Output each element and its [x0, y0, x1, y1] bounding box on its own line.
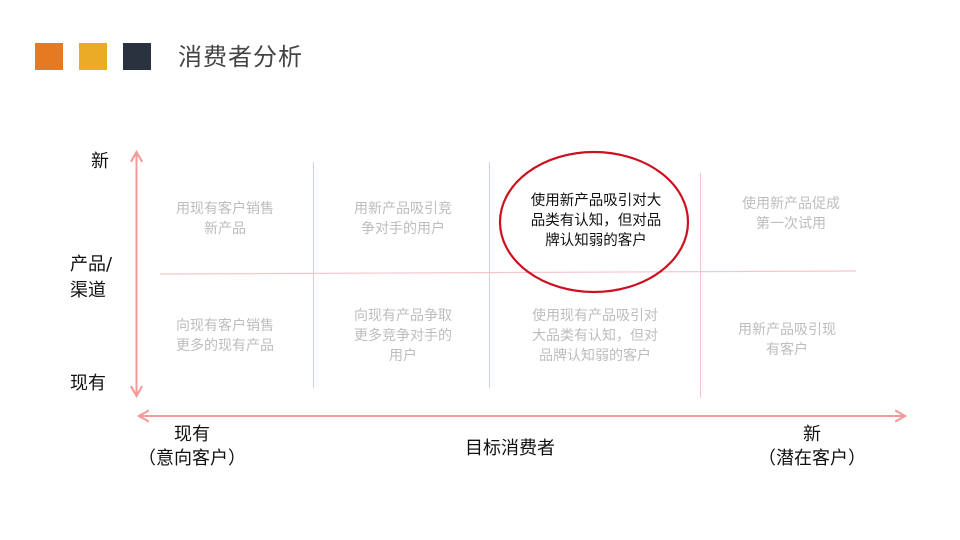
cell-text-line: 使用新产品促成: [742, 196, 840, 212]
x-axis-left-label: 现有 （意向客户）: [130, 423, 254, 471]
y-axis-middle-label-line2: 渠道: [70, 280, 106, 301]
grid-horizontal-divider: [159, 270, 857, 275]
y-axis-middle-label: 产品/ 渠道: [70, 252, 126, 304]
yellow-square-icon: [79, 43, 107, 70]
cell-text-line: 用新产品吸引竞: [354, 201, 452, 217]
cell-text-line: 向现有产品争取: [354, 308, 452, 324]
cell-text-line: 用户: [389, 348, 417, 364]
cell-competitor-users-existing-products: 向现有产品争取 更多竞争对手的 用户: [328, 306, 478, 366]
cell-existing-customers-new-products: 用现有客户销售 新产品: [150, 199, 300, 239]
y-axis-bottom-label: 现有: [70, 373, 106, 394]
cell-existing-customers-existing-products: 向现有客户销售 更多的现有产品: [150, 316, 300, 356]
cell-text-line: 用现有客户销售: [176, 201, 274, 217]
navy-square-icon: [123, 43, 151, 70]
cell-text-line: 争对手的用户: [361, 221, 445, 237]
cell-text-line: 牌认知弱的客户: [545, 233, 647, 249]
cell-text-line: 第一次试用: [756, 216, 826, 232]
x-axis-right-label: 新 （潜在客户）: [750, 423, 874, 471]
x-axis-right-label-line2: （潜在客户）: [758, 448, 866, 469]
x-axis-left-label-line1: 现有: [174, 424, 210, 445]
cell-highlighted-category-aware-new-products: 使用新产品吸引对大 品类有认知，但对品 牌认知弱的客户: [512, 191, 680, 251]
cell-text-line: 更多的现有产品: [176, 338, 274, 354]
cell-category-aware-existing-products: 使用现有产品吸引对 大品类有认知，但对 品牌认知弱的客户: [510, 306, 680, 366]
y-axis-middle-label-line1: 产品/: [70, 254, 113, 275]
orange-square-icon: [35, 43, 63, 70]
cell-text-line: 使用新产品吸引对大: [530, 193, 662, 209]
x-axis-left-label-line2: （意向客户）: [138, 448, 246, 469]
x-axis-right-label-line1: 新: [803, 424, 821, 445]
cell-text-line: 使用现有产品吸引对: [532, 308, 658, 324]
y-axis-top-label: 新: [91, 151, 109, 172]
cell-text-line: 更多竞争对手的: [354, 328, 452, 344]
cell-text-line: 大品类有认知，但对: [532, 328, 658, 344]
x-axis-title: 目标消费者: [465, 438, 555, 459]
cell-new-products-existing-customers: 用新产品吸引现 有客户: [712, 320, 862, 360]
cell-new-products-first-trial: 使用新产品促成 第一次试用: [716, 194, 866, 234]
cell-text-line: 品类有认知，但对品: [530, 213, 662, 229]
cell-text-line: 用新产品吸引现: [738, 322, 836, 338]
highlight-ellipse: [498, 150, 690, 294]
cell-text-line: 向现有客户销售: [176, 318, 274, 334]
page-title: 消费者分析: [178, 43, 303, 71]
cell-text-line: 新产品: [204, 221, 246, 237]
cell-competitor-users-new-products: 用新产品吸引竞 争对手的用户: [328, 199, 478, 239]
cell-text-line: 有客户: [766, 342, 808, 358]
cell-text-line: 品牌认知弱的客户: [539, 348, 651, 364]
